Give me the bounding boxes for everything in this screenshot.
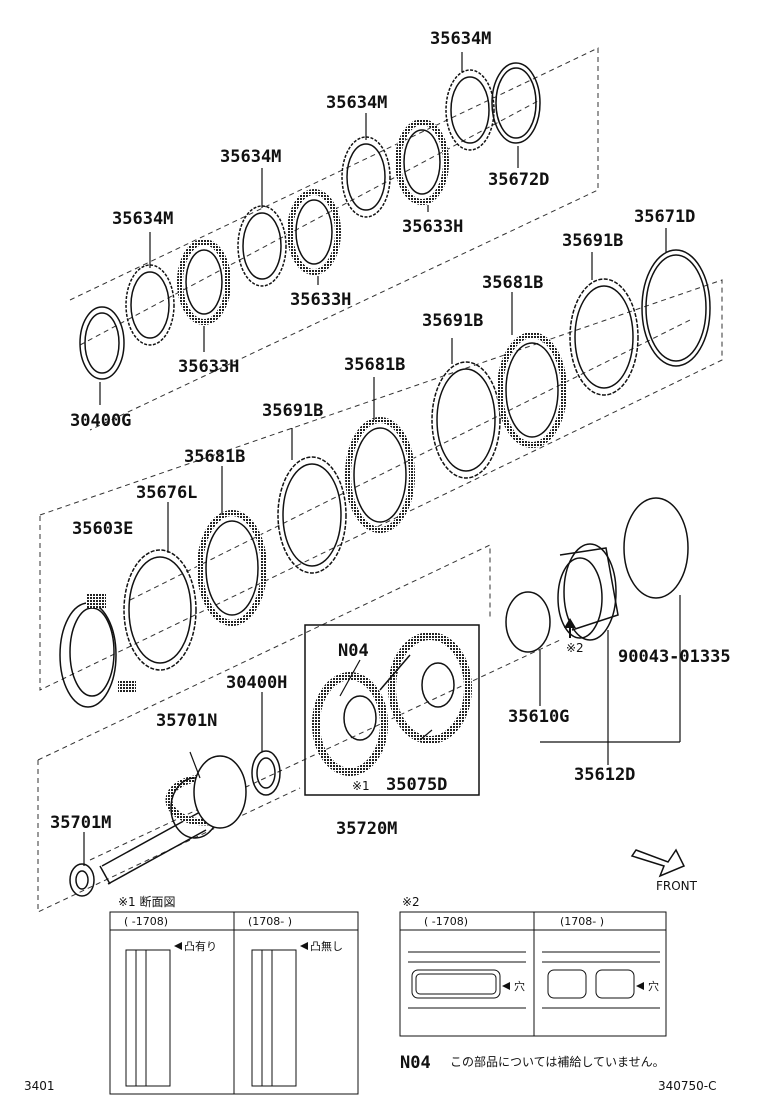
label-35633H-1: 35633H (178, 357, 239, 377)
disc-35633H-1 (177, 239, 231, 325)
label-35701N: 35701N (156, 711, 217, 731)
snap-ring-35671D (641, 249, 711, 367)
label-35676L: 35676L (136, 483, 197, 503)
label-35075D: 35075D (386, 775, 447, 795)
disc-35681B-3 (497, 332, 567, 448)
front-direction-arrow-icon (630, 848, 686, 878)
plate-35691B-1 (277, 456, 347, 574)
n04-note-code: N04 (400, 1053, 431, 1073)
ring-30400G (79, 306, 125, 380)
disc-35681B-2 (345, 417, 415, 533)
note2-arrow-icon (564, 618, 576, 638)
plate-35691B-2 (431, 361, 501, 479)
inset2-col1-header: ( -1708) (424, 915, 468, 928)
washer-35701M (69, 863, 95, 897)
n04-note-text: この部品については補給していません。 (450, 1054, 665, 1069)
label-35671D: 35671D (634, 207, 695, 227)
label-35634M-2: 35634M (220, 147, 281, 167)
label-35612D: 35612D (574, 765, 635, 785)
inset2-col2-header: (1708- ) (560, 915, 604, 928)
label-35633H-2: 35633H (290, 290, 351, 310)
o-ring-90043-01335 (623, 497, 689, 599)
label-35681B-3: 35681B (482, 273, 543, 293)
label-90043-01335: 90043-01335 (618, 647, 731, 667)
note1-marker: ※1 (352, 779, 370, 793)
piston-35603E (59, 594, 136, 708)
front-label: FRONT (656, 879, 698, 893)
plate-35634M-1 (125, 264, 175, 346)
shaft-assembly (69, 497, 689, 897)
shaft-35701N (99, 755, 247, 885)
label-35634M-3: 35634M (326, 93, 387, 113)
label-35633H-3: 35633H (402, 217, 463, 237)
inset2-callout2: 穴 (648, 979, 659, 993)
disc-35681B-1 (197, 510, 267, 626)
clutch-drum-35612D (557, 543, 619, 641)
inset-note1-cross-section: ※1 断面図 ( -1708) (1708- ) 凸有り 凸無し (109, 894, 359, 1095)
label-35691B-1: 35691B (262, 401, 323, 421)
seal-ring-35610G (505, 591, 551, 653)
leader-lines (83, 52, 681, 866)
inset1-callout2: 凸無し (310, 939, 343, 953)
label-35720M: 35720M (336, 819, 397, 839)
plate-35634M-4 (445, 69, 495, 151)
part-number-labels: 35634M 35634M 35634M 35634M 35672D 35633… (50, 29, 731, 893)
label-30400G: 30400G (70, 411, 131, 431)
inset1-col1-header: ( -1708) (124, 915, 168, 928)
plate-35676L (123, 549, 197, 671)
label-N04: N04 (338, 641, 369, 661)
inset1-title: ※1 断面図 (118, 894, 176, 909)
footer-right-code: 340750-C (658, 1079, 717, 1093)
label-35603E: 35603E (72, 519, 133, 539)
inset1-callout1: 凸有り (184, 939, 217, 953)
inset-note2-detail: ※2 ( -1708) (1708- ) 穴 穴 (399, 895, 667, 1037)
plate-35634M-3 (341, 136, 391, 218)
label-30400H: 30400H (226, 673, 287, 693)
disc-35633H-3 (395, 119, 449, 205)
label-35691B-2: 35691B (422, 311, 483, 331)
label-35701M: 35701M (50, 813, 111, 833)
label-35681B-2: 35681B (344, 355, 405, 375)
inset2-title: ※2 (402, 895, 420, 909)
footer-left-code: 3401 (24, 1079, 55, 1093)
clutch-drum-35720M (304, 624, 480, 796)
label-35672D: 35672D (488, 170, 549, 190)
snap-ring-35672D (491, 62, 541, 144)
label-35634M-4: 35634M (430, 29, 491, 49)
washer-30400H (251, 750, 281, 796)
label-35610G: 35610G (508, 707, 569, 727)
clutch-pack-row2 (59, 249, 711, 708)
n04-note: N04 この部品については補給していません。 (400, 1053, 665, 1073)
label-35681B-1: 35681B (184, 447, 245, 467)
inset1-col2-header: (1708- ) (248, 915, 292, 928)
plate-35634M-2 (237, 205, 287, 287)
disc-35633H-2 (287, 189, 341, 275)
label-35634M-1: 35634M (112, 209, 173, 229)
clutch-pack-row1 (79, 62, 541, 380)
label-35691B-3: 35691B (562, 231, 623, 251)
plate-35691B-3 (569, 278, 639, 396)
inset2-callout1: 穴 (514, 979, 525, 993)
note2-marker: ※2 (566, 641, 584, 655)
